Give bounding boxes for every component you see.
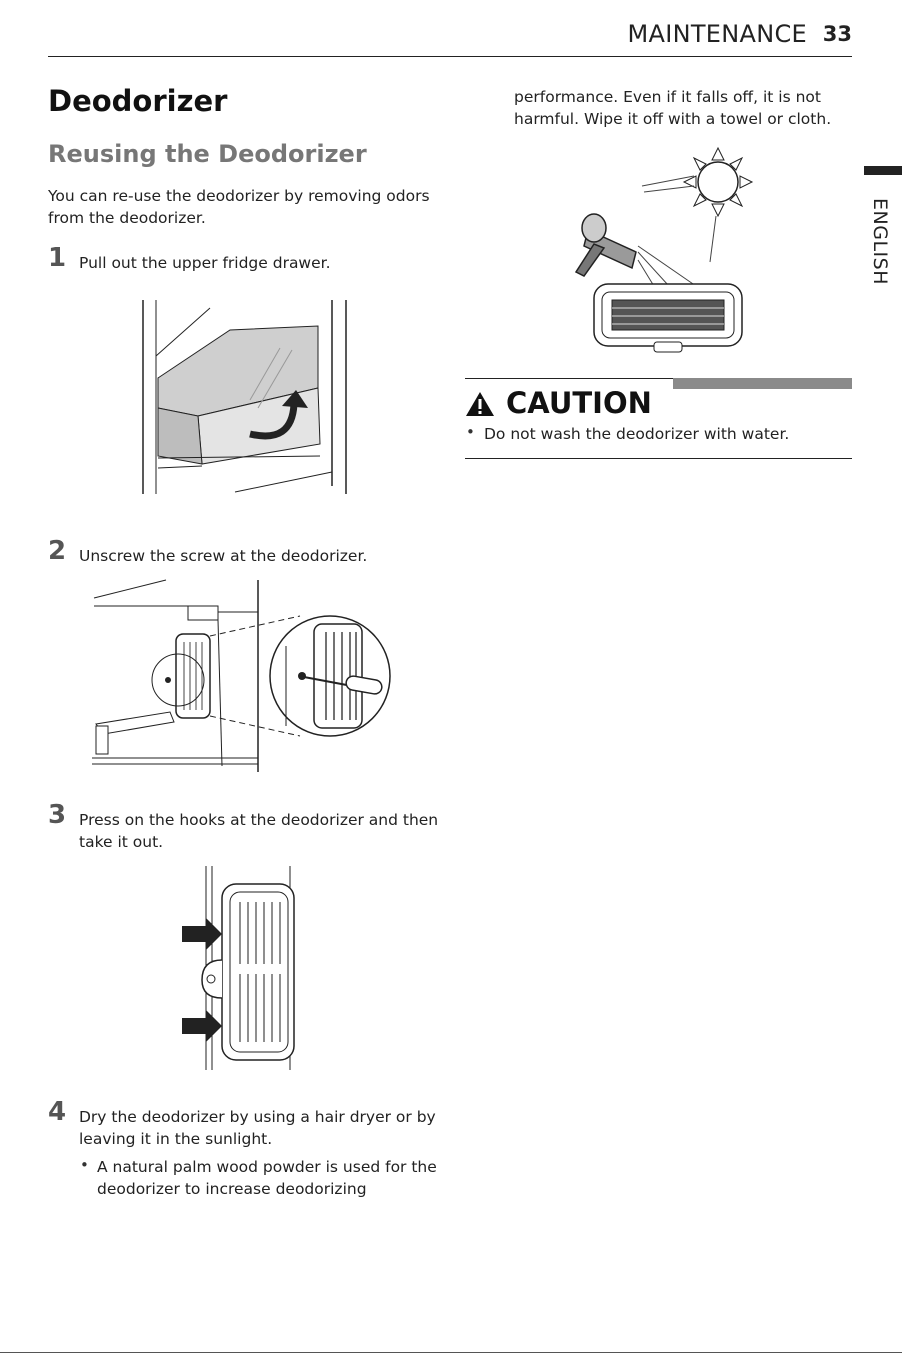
caution-title: CAUTION: [506, 386, 652, 420]
step-3-text-line-1: Press on the hooks at the deodorizer and…: [79, 811, 439, 829]
side-tab-language: ENGLISH: [869, 198, 891, 285]
step-4-text-line-1: Dry the deodorizer by using a hair dryer…: [79, 1108, 436, 1126]
warning-triangle-icon: [466, 392, 494, 416]
step-1-text: Pull out the upper fridge drawer.: [79, 254, 331, 272]
subsection-title: Reusing the Deodorizer: [48, 140, 367, 168]
bullet-continuation-line-2: harmful. Wipe it off with a towel or clo…: [514, 110, 832, 128]
caution-grey-bar: [673, 378, 852, 389]
intro-line-1: You can re-use the deodorizer by removin…: [48, 187, 430, 205]
unscrew-illustration: [92, 579, 391, 772]
press-hooks-illustration: [182, 866, 295, 1070]
caution-top-rule: [465, 378, 675, 379]
running-header-section: MAINTENANCE: [627, 20, 807, 48]
step-1-number: 1: [48, 243, 67, 273]
step-3-number: 3: [48, 800, 67, 830]
step-2-text: Unscrew the screw at the deodorizer.: [79, 547, 368, 565]
step-4-text-line-2: leaving it in the sunlight.: [79, 1130, 273, 1148]
footer-rule: [0, 1352, 902, 1353]
hair-dryer-sun-illustration: [574, 146, 754, 353]
sun-icon: [682, 146, 754, 218]
intro-line-2: from the deodorizer.: [48, 209, 206, 227]
side-tab-bar: [864, 166, 902, 175]
caution-text: Do not wash the deodorizer with water.: [484, 425, 790, 443]
caution-bullet: •: [466, 423, 475, 441]
drawer-pullout-illustration: [142, 300, 347, 494]
page-number: 33: [822, 22, 852, 46]
step-4-number: 4: [48, 1097, 67, 1127]
caution-bottom-rule: [465, 458, 852, 459]
bullet-continuation-line-1: performance. Even if it falls off, it is…: [514, 88, 821, 106]
step-4-bullet: •: [80, 1156, 89, 1174]
hair-dryer-icon: [574, 213, 637, 277]
step-4-bullet-line-2: deodorizer to increase deodorizing: [97, 1180, 367, 1198]
deodorizer-icon: [593, 283, 743, 353]
step-3-text-line-2: take it out.: [79, 833, 164, 851]
header-rule: [48, 56, 852, 57]
section-title: Deodorizer: [48, 84, 228, 118]
step-2-number: 2: [48, 536, 67, 566]
step-4-bullet-line-1: A natural palm wood powder is used for t…: [97, 1158, 437, 1176]
